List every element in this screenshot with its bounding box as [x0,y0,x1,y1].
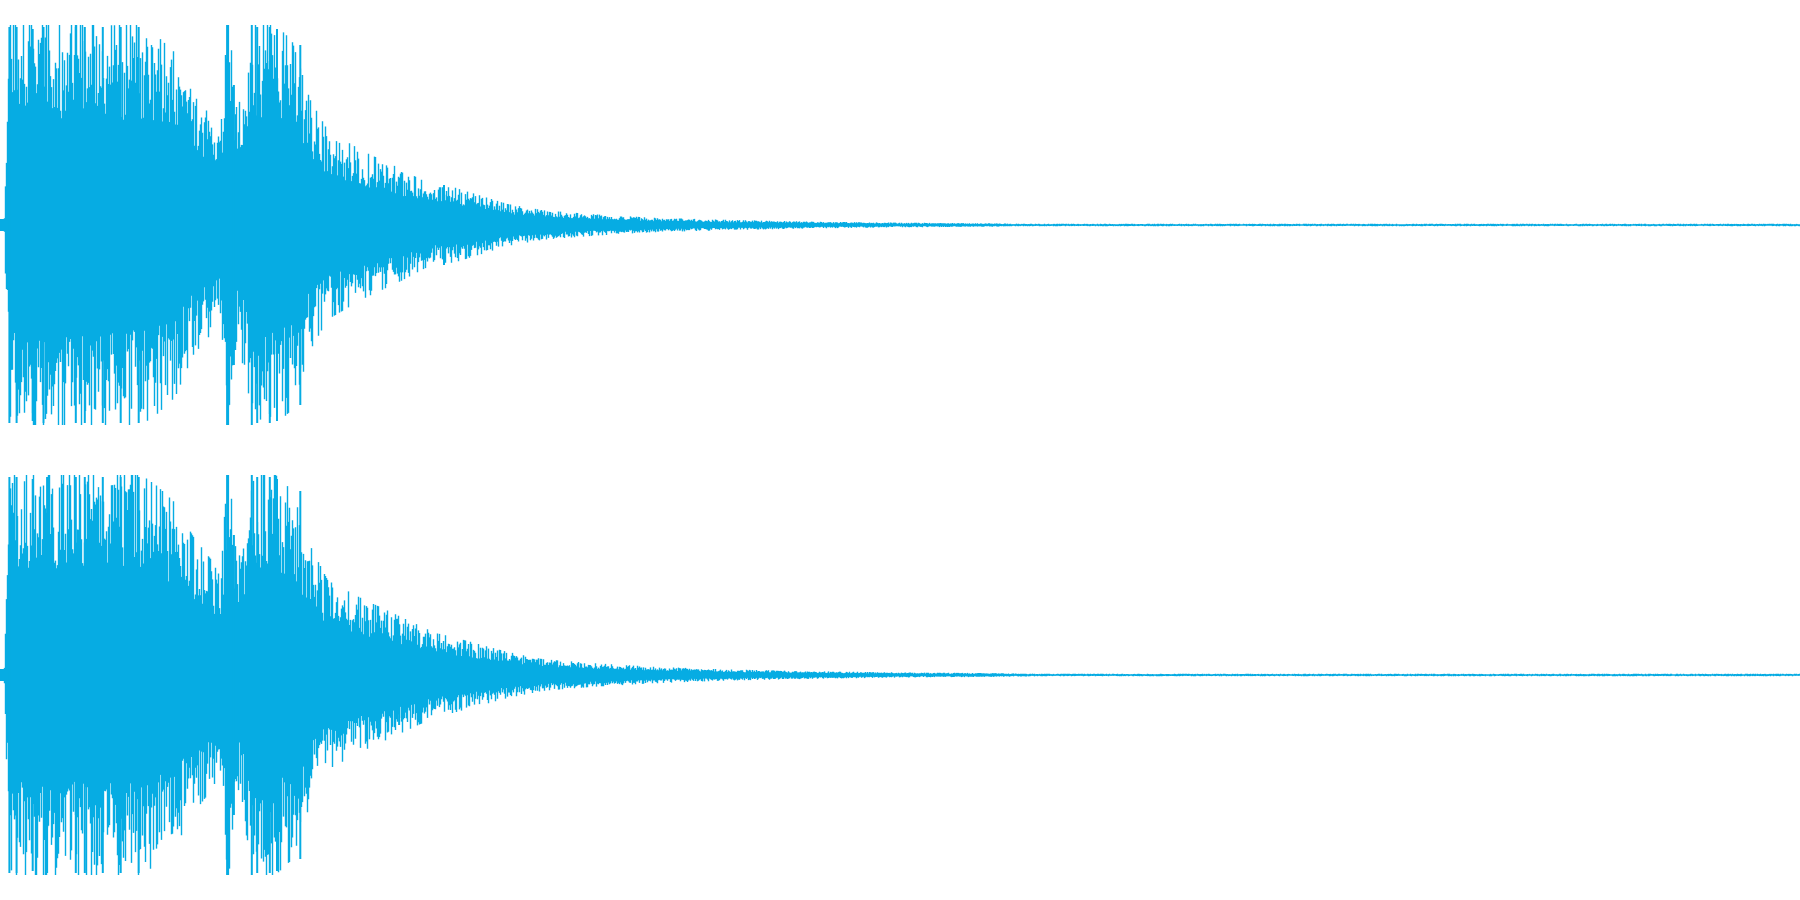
waveform-onset [0,669,5,681]
waveform-envelope [3,475,1800,875]
waveform-onset [0,219,5,231]
waveform-envelope [3,25,1800,425]
waveform-channel-2 [0,475,1800,875]
waveform-channel-1 [0,25,1800,425]
